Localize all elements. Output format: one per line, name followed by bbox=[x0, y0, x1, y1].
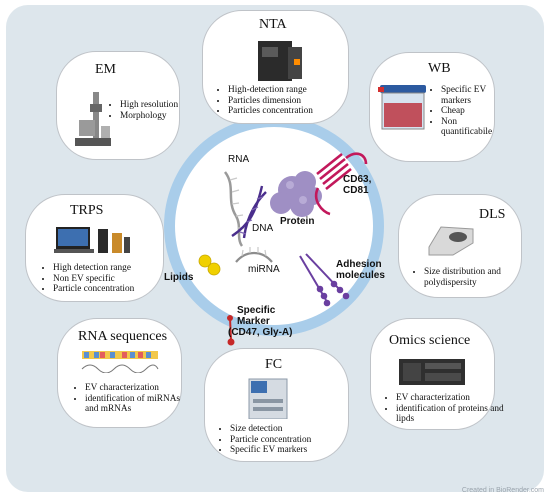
card-omics: Omics science EV characterization identi… bbox=[370, 318, 504, 430]
sequencing-readout-icon bbox=[81, 351, 159, 373]
bullet-item: Particles dimension bbox=[228, 96, 356, 107]
card-nta: NTA High-detection range Particles dimen… bbox=[202, 10, 349, 124]
bullet-item: Size detection bbox=[230, 424, 358, 435]
bullets-wb: Specific EV markers Cheap Non quantifica… bbox=[430, 85, 505, 138]
bullet-item: Particle concentration bbox=[53, 284, 173, 295]
lipid-molecules bbox=[198, 254, 221, 276]
bullet-item: identification of proteins and lipds bbox=[396, 404, 504, 425]
dls-instrument-icon bbox=[428, 226, 474, 256]
specific-marker-stalk bbox=[227, 315, 235, 346]
bullet-item: Non EV specific bbox=[53, 274, 173, 285]
label-lipids: Lipids bbox=[164, 272, 194, 283]
bullet-item: Size distribution and polydispersity bbox=[424, 267, 530, 288]
card-dls: DLS Size distribution and polydispersity bbox=[398, 194, 522, 298]
mass-spectrometer-icon bbox=[399, 359, 465, 385]
bullets-em: High resolution Morphology bbox=[109, 100, 186, 121]
label-specific-marker: Specific Marker bbox=[237, 305, 276, 327]
electron-microscope-icon bbox=[75, 92, 111, 146]
label-specific-marker-examples: (CD47, Gly-A) bbox=[228, 327, 293, 338]
label-dna: DNA bbox=[252, 223, 274, 234]
label-rna: RNA bbox=[228, 154, 250, 165]
cd-transmembrane-protein bbox=[314, 152, 368, 216]
card-trps: TRPS High detection range Non EV specifi… bbox=[25, 194, 164, 302]
bullet-item: Specific EV markers bbox=[441, 85, 505, 106]
mirna-hairpin bbox=[235, 251, 273, 263]
label-protein: Protein bbox=[280, 216, 315, 227]
bullet-item: Non quantificabile bbox=[441, 117, 505, 138]
western-blot-tank-icon bbox=[378, 85, 426, 130]
bullet-item: identification of miRNAs and mRNAs bbox=[85, 394, 191, 415]
card-title-wb: WB bbox=[428, 61, 451, 76]
label-mirna: miRNA bbox=[248, 264, 280, 275]
credit-text: Created in BioRender.com bbox=[461, 487, 544, 494]
card-title-fc: FC bbox=[265, 357, 283, 372]
bullet-item: Particle concentration bbox=[230, 435, 358, 446]
bullet-item: Particles concentration bbox=[228, 106, 356, 117]
card-fc: FC Size detection Particle concentration… bbox=[204, 348, 349, 462]
bullet-item: Specific EV markers bbox=[230, 445, 358, 456]
bullet-item: EV characterization bbox=[85, 383, 191, 394]
bullets-dls: Size distribution and polydispersity bbox=[413, 267, 530, 288]
bullets-rnaseq: EV characterization identification of mi… bbox=[74, 383, 191, 415]
card-title-trps: TRPS bbox=[70, 203, 104, 218]
card-title-dls: DLS bbox=[479, 207, 506, 222]
card-title-em: EM bbox=[95, 62, 116, 77]
bullets-trps: High detection range Non EV specific Par… bbox=[42, 263, 173, 295]
card-title-omics: Omics science bbox=[389, 333, 471, 348]
bullets-nta: High-detection range Particles dimension… bbox=[217, 85, 356, 117]
bullet-item: Morphology bbox=[120, 111, 186, 122]
card-rnaseq: RNA sequences EV characterization identi… bbox=[57, 318, 182, 428]
bullet-item: High-detection range bbox=[228, 85, 356, 96]
card-title-nta: NTA bbox=[259, 17, 287, 32]
label-cd-markers: CD63, CD81 bbox=[343, 174, 372, 196]
card-wb: WB Specific EV markers Cheap Non quantif… bbox=[369, 52, 495, 162]
nta-instrument-icon bbox=[258, 41, 302, 81]
card-em: EM High resolution Morphology bbox=[56, 51, 180, 160]
label-adhesion-molecules: Adhesion molecules bbox=[336, 259, 385, 281]
bullet-item: Cheap bbox=[441, 106, 505, 117]
bullet-item: EV characterization bbox=[396, 393, 504, 404]
bullet-item: High detection range bbox=[53, 263, 173, 274]
bullets-fc: Size detection Particle concentration Sp… bbox=[219, 424, 358, 456]
bullet-item: High resolution bbox=[120, 100, 186, 111]
card-title-rnaseq: RNA sequences bbox=[78, 329, 168, 344]
flow-cytometer-icon bbox=[248, 378, 288, 419]
bullets-omics: EV characterization identification of pr… bbox=[385, 393, 504, 425]
trps-instrument-icon bbox=[54, 227, 130, 253]
